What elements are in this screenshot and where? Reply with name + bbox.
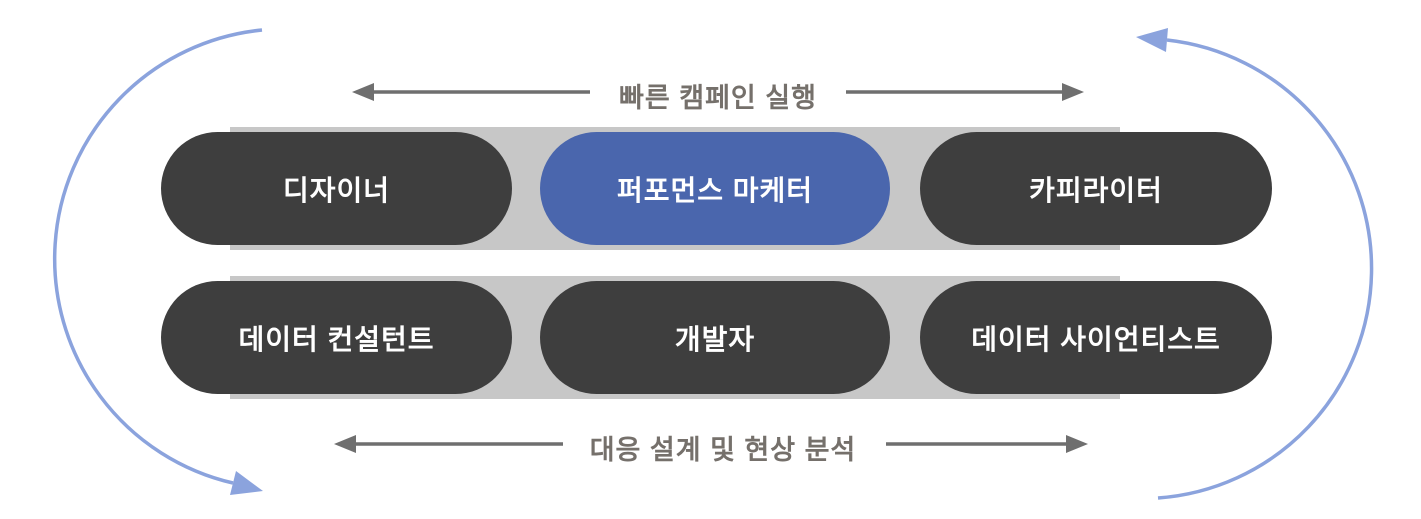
role-pill-data-scientist: 데이터 사이언티스트 bbox=[920, 281, 1272, 394]
role-pill-data-consultant: 데이터 컨설턴트 bbox=[161, 281, 512, 394]
top-left-arrowhead-icon bbox=[352, 83, 374, 101]
bottom-right-arrowhead-icon bbox=[1066, 435, 1088, 453]
role-pill-performance-marketer: 퍼포먼스 마케터 bbox=[540, 132, 890, 245]
cycle-arc-right-icon bbox=[1157, 38, 1374, 500]
cycle-arc-left-arrowhead-icon bbox=[230, 471, 263, 495]
bottom-flow-label: 대응 설계 및 현상 분석 bbox=[589, 435, 857, 465]
role-pill-developer: 개발자 bbox=[540, 281, 890, 394]
top-flow-label: 빠른 캠페인 실행 bbox=[619, 83, 817, 113]
cycle-arc-left-icon bbox=[52, 28, 263, 485]
top-right-arrowhead-icon bbox=[1062, 83, 1084, 101]
bottom-left-arrowhead-icon bbox=[334, 435, 356, 453]
cycle-arc-right-arrowhead-icon bbox=[1136, 28, 1168, 52]
role-pill-designer: 디자이너 bbox=[161, 132, 512, 245]
role-pill-copywriter: 카피라이터 bbox=[920, 132, 1272, 245]
